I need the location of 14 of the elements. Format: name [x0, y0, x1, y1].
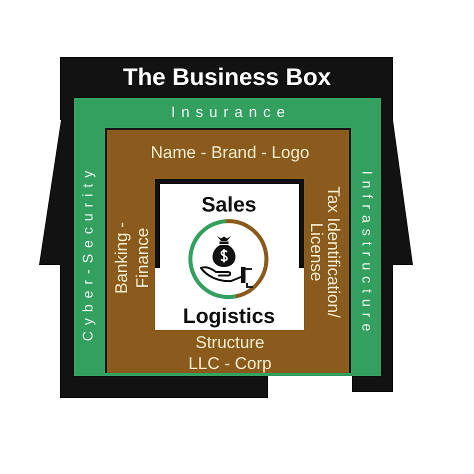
box-outline [39, 57, 413, 398]
section-label: Tax Identification/ License [308, 185, 342, 320]
center-panel [155, 179, 304, 330]
inner-frame [105, 128, 351, 373]
section-label: Structure LLC - Corp [187, 332, 273, 374]
panel-heading: Sales [200, 194, 258, 216]
band-label: Cyber-Security [80, 164, 96, 344]
section-label: Banking - Finance [110, 221, 153, 296]
section-label: Name - Brand - Logo [150, 142, 310, 164]
box-title: The Business Box [122, 64, 332, 92]
band-label: Infrastructure [359, 170, 375, 340]
band-label: Insurance [170, 104, 292, 122]
outer-frame [74, 98, 381, 376]
panel-heading: Logistics [182, 306, 276, 328]
